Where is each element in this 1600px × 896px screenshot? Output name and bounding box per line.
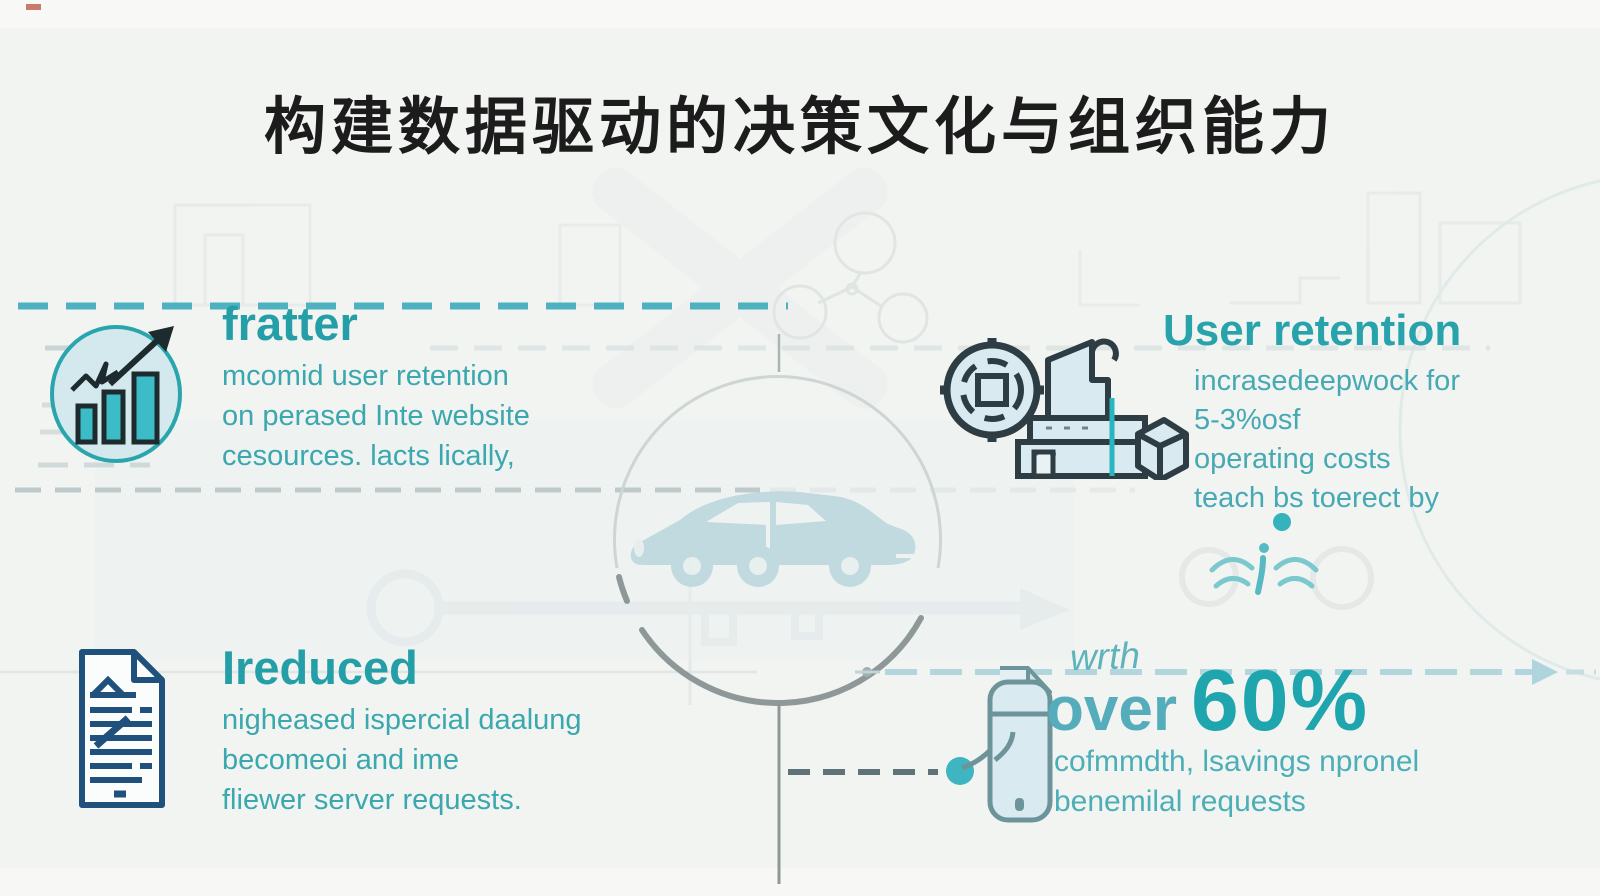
text-line: incrasedeepwock for xyxy=(1194,365,1460,397)
bottom-right-heading: over 60% xyxy=(1046,652,1369,751)
signal-waves-motif xyxy=(1179,513,1374,610)
factory-gear-icon xyxy=(940,338,1189,480)
red-mark xyxy=(26,4,41,10)
text-line: nigheased ispercial daalung xyxy=(222,704,582,736)
dark-dashed-connector xyxy=(788,728,1010,785)
bottom-right-body: cofmmdth, lsavings npronel benemilal req… xyxy=(1054,742,1419,822)
page-title: 构建数据驱动的决策文化与组织能力 xyxy=(263,93,1336,162)
text-line: cesources. lacts lically, xyxy=(222,440,515,472)
bar-chart-growth-icon xyxy=(50,325,182,463)
background-arc xyxy=(1398,179,1600,681)
bottom-left-body: nigheased ispercial daalung becomeoi and… xyxy=(222,700,582,820)
top-left-body: mcomid user retention on perased Inte we… xyxy=(222,356,530,476)
top-left-heading: fratter xyxy=(222,297,358,350)
text-line: mcomid user retention xyxy=(222,360,509,392)
text-line: cofmmdth, lsavings npronel xyxy=(1054,745,1420,778)
text-line: fliewer server requests. xyxy=(222,784,522,816)
key-shape xyxy=(366,545,1070,705)
top-right-heading: User retention xyxy=(1163,306,1462,355)
molecule-shape xyxy=(772,211,929,344)
car-illustration xyxy=(630,491,916,587)
text-line: benemilal requests xyxy=(1054,785,1306,818)
top-right-body: incrasedeepwock for 5-3%osf operating co… xyxy=(1194,362,1460,518)
text-line: operating costs xyxy=(1194,443,1391,475)
document-checklist-icon xyxy=(79,649,165,808)
light-blue-arrow xyxy=(855,659,1596,685)
text-line: becomeoi and ime xyxy=(222,744,459,776)
skyline-buildings xyxy=(173,191,1522,307)
heading-value: 60% xyxy=(1190,653,1370,749)
center-circle xyxy=(613,334,942,884)
text-line: 5-3%osf xyxy=(1194,404,1301,436)
text-line: teach bs toerect by xyxy=(1194,482,1440,514)
bottom-left-heading: Ireduced xyxy=(222,641,418,694)
text-line: on perased Inte website xyxy=(222,400,530,432)
heading-prefix: over xyxy=(1046,675,1177,744)
smartphone-icon xyxy=(987,666,1053,823)
